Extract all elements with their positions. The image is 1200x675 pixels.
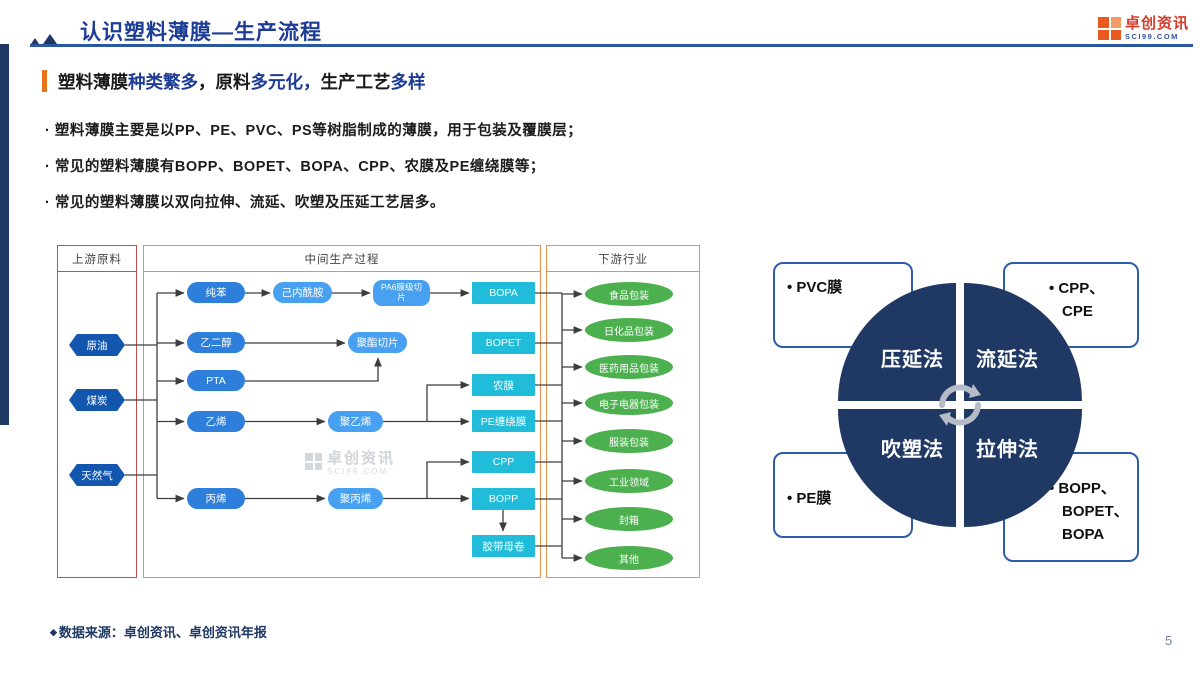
flow-node-product: CPP: [472, 451, 535, 473]
upstream-column-title: 上游原料: [58, 246, 136, 272]
flow-node-middle: 聚丙烯: [328, 488, 383, 509]
upstream-column: 上游原料: [57, 245, 137, 578]
page-title: 认识塑料薄膜—生产流程: [80, 21, 322, 44]
middle-column-title: 中间生产过程: [144, 246, 540, 272]
watermark-domain: SCI99.COM: [327, 467, 389, 476]
flow-node-product: 胶带母卷: [472, 535, 535, 557]
flow-node-product: BOPET: [472, 332, 535, 354]
heading-part: 生产工艺: [320, 72, 391, 92]
quadrant-label: 压延法: [881, 349, 944, 371]
flow-node-industry: 其他: [585, 546, 673, 570]
bullet-line: · 常见的塑料薄膜以双向拉伸、流延、吹塑及压延工艺居多。: [45, 195, 445, 211]
section-accent-bar: [42, 70, 47, 92]
logo-domain: SCI99.COM: [1125, 32, 1179, 41]
flow-node-upstream: 煤炭: [69, 389, 125, 411]
flow-node-middle: 纯苯: [187, 282, 245, 303]
flow-node-middle: 己内酰胺: [273, 282, 332, 303]
company-logo: 卓创资讯 SCI99.COM: [1098, 15, 1189, 41]
source-text: 数据来源：卓创资讯、卓创资讯年报: [58, 625, 267, 640]
corner-line: • CPP、: [1049, 280, 1105, 297]
heading-part: ，原料: [198, 72, 251, 92]
flow-connectors: [125, 289, 583, 562]
production-flowchart: 上游原料 中间生产过程 下游行业: [57, 245, 700, 578]
flow-node-industry: 医药用品包装: [585, 355, 673, 379]
sci99-logo-icon: [1098, 17, 1121, 40]
flow-node-product: BOPA: [472, 282, 535, 304]
quadrant-calendering: 压延法: [838, 283, 956, 401]
title-accent-icon: [31, 38, 39, 44]
logo-name: 卓创资讯: [1125, 15, 1190, 32]
corner-line: BOPET、: [1062, 503, 1129, 520]
data-source: ◆数据来源：卓创资讯、卓创资讯年报: [50, 622, 267, 641]
flow-node-middle: PTA: [187, 370, 245, 391]
flow-node-middle: 乙烯: [187, 411, 245, 432]
source-marker-icon: ◆: [50, 627, 57, 637]
watermark-logo-icon: [305, 453, 322, 470]
heading-part: 多元化，: [250, 72, 321, 92]
corner-line: BOPA: [1062, 526, 1105, 543]
flow-node-middle: 丙烯: [187, 488, 245, 509]
flow-node-middle: PA6膜级切片: [373, 280, 430, 306]
watermark: 卓创资讯 SCI99.COM: [305, 451, 395, 476]
flow-node-upstream: 天然气: [69, 464, 125, 486]
flow-node-industry: 电子电器包装: [585, 391, 673, 415]
flow-node-middle: 乙二醇: [187, 332, 245, 353]
process-cycle-diagram: • PVC膜 • CPP、 CPE • PE膜 • BOPP、 BOPET、 B…: [770, 255, 1190, 570]
corner-line: • PE膜: [787, 490, 832, 507]
flow-node-industry: 服装包装: [585, 429, 673, 453]
title-underline: [30, 44, 1193, 47]
corner-line: • BOPP、: [1049, 480, 1116, 497]
heading-part: 塑料薄膜: [58, 72, 128, 92]
downstream-column-title: 下游行业: [547, 246, 699, 272]
flow-node-middle: 聚酯切片: [348, 332, 407, 353]
flow-node-industry: 食品包装: [585, 282, 673, 306]
watermark-name: 卓创资讯: [327, 450, 396, 467]
flow-node-industry: 日化品包装: [585, 318, 673, 342]
title-accent-icon: [43, 34, 57, 44]
flow-node-product: BOPP: [472, 488, 535, 510]
flow-node-product: PE缠绕膜: [472, 410, 535, 432]
bullet-line: · 常见的塑料薄膜有BOPP、BOPET、BOPA、CPP、农膜及PE缠绕膜等；: [45, 159, 545, 175]
corner-line: • PVC膜: [787, 279, 843, 296]
section-heading: 塑料薄膜种类繁多，原料多元化，生产工艺多样: [58, 69, 426, 94]
flow-node-middle: 聚乙烯: [328, 411, 383, 432]
heading-part: 种类繁多: [128, 72, 198, 92]
flow-node-upstream: 原油: [69, 334, 125, 356]
corner-line: CPE: [1062, 303, 1093, 320]
quadrant-label: 吹塑法: [881, 439, 944, 461]
left-accent-bar: [0, 44, 9, 425]
cycle-arrows-icon: [939, 384, 981, 426]
flow-node-industry: 工业领域: [585, 469, 673, 493]
flow-node-product: 农膜: [472, 374, 535, 396]
heading-part: 多样: [390, 72, 426, 92]
bullet-line: · 塑料薄膜主要是以PP、PE、PVC、PS等树脂制成的薄膜，用于包装及覆膜层；: [45, 123, 583, 139]
page-number: 5: [1165, 633, 1173, 648]
flow-node-industry: 封箱: [585, 507, 673, 531]
quadrant-label: 流延法: [976, 349, 1039, 371]
quadrant-label: 拉伸法: [976, 439, 1039, 461]
